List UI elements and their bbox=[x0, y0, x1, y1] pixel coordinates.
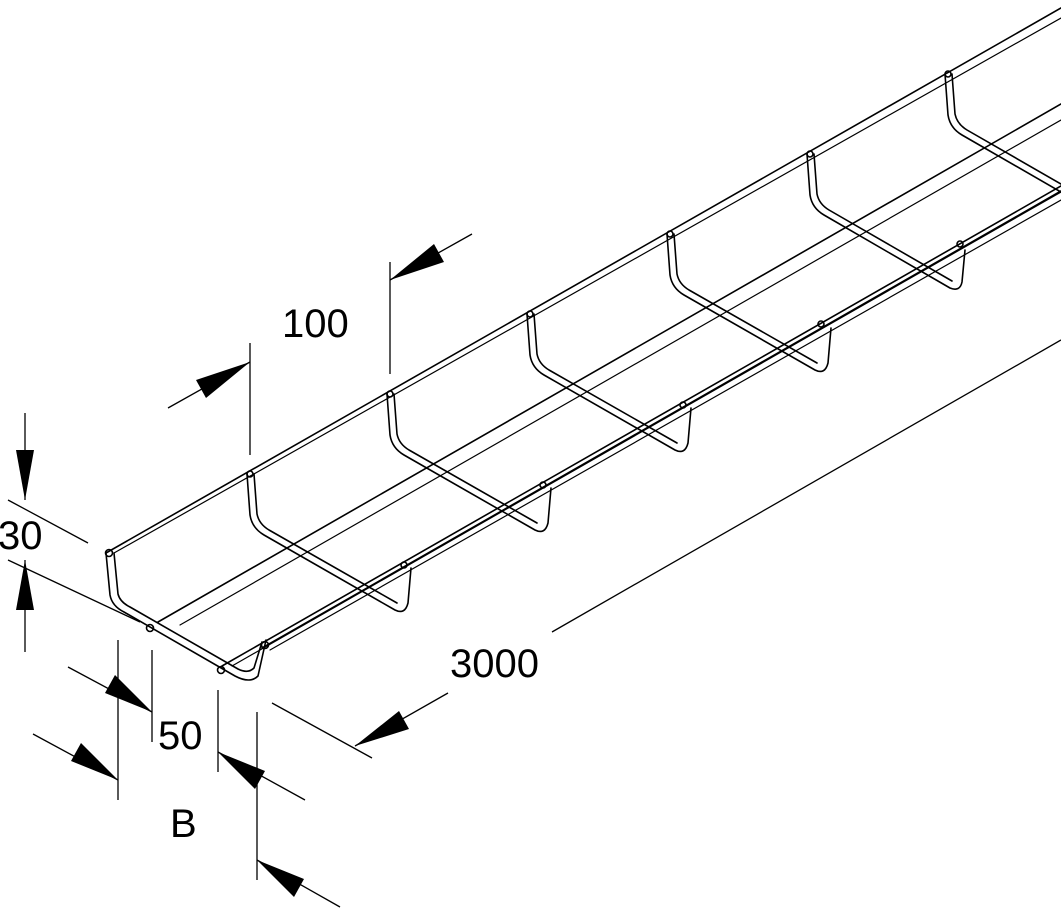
arrowhead bbox=[257, 860, 304, 897]
dimension-label-length: 3000 bbox=[450, 642, 539, 686]
dimension-label-mesh-pitch: 100 bbox=[282, 302, 349, 346]
dimension-label-overall-width: B bbox=[170, 802, 197, 846]
transverse-wires bbox=[246, 70, 1061, 613]
dimension-label-height: 30 bbox=[0, 514, 43, 558]
tray-left-top-rail bbox=[105, 7, 1061, 554]
arrowhead bbox=[71, 743, 118, 780]
arrowhead bbox=[355, 711, 409, 746]
wire-mesh-tray bbox=[104, 7, 1061, 681]
dimension-mesh-pitch: 100 bbox=[167, 233, 473, 455]
arrowhead bbox=[16, 560, 34, 610]
dimension-overall-width: B bbox=[32, 640, 341, 908]
dimension-height: 30 bbox=[0, 413, 141, 652]
dimension-label-inner-width: 50 bbox=[158, 714, 203, 758]
dimension-inner-width: 50 bbox=[67, 650, 306, 801]
arrowhead bbox=[196, 362, 250, 398]
tray-left-bottom-wire bbox=[157, 103, 1061, 623]
dimension-length: 3000 bbox=[271, 339, 1061, 759]
arrowhead bbox=[16, 450, 34, 500]
arrowhead bbox=[105, 675, 152, 712]
arrowhead bbox=[218, 752, 265, 789]
arrowhead bbox=[390, 244, 444, 280]
tray-right-top-rail bbox=[261, 190, 1061, 649]
tray-front-profile bbox=[105, 552, 267, 681]
tray-right-bottom-wire bbox=[221, 185, 1061, 667]
